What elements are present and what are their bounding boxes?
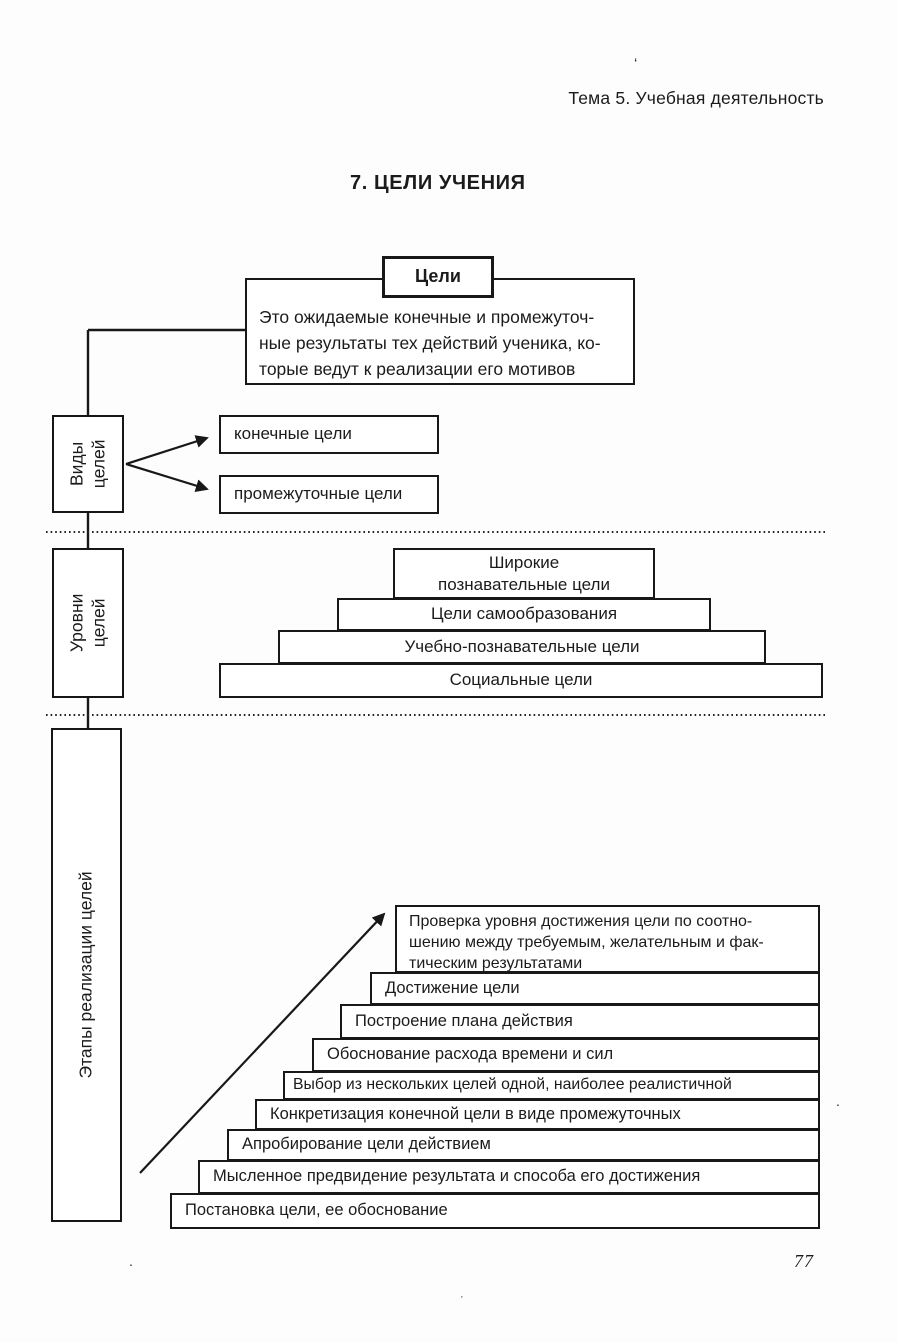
goals-title-box: Цели <box>382 256 494 298</box>
stage-time-effort-justification: Обоснование расхода времени и сил <box>312 1038 820 1072</box>
page-number: 77 <box>794 1251 814 1271</box>
stage-check-achievement-level: Проверка уровня достижения цели по соотн… <box>395 905 820 973</box>
kinds-arrow-final <box>125 435 209 466</box>
kind-item-final-goals: конечные цели <box>219 415 439 454</box>
level-learning-cognitive-goals: Учебно-познавательные цели <box>278 630 766 664</box>
stages-progress-arrow <box>139 912 386 1174</box>
levels-of-goals-label: Уровни целей <box>66 593 108 653</box>
section-title: 7. ЦЕЛИ УЧЕНИЯ <box>350 172 526 194</box>
stages-of-goal-realization-label-box: Этапы реализации целей <box>51 728 122 1222</box>
stage-goal-testing-by-action: Апробирование цели действием <box>227 1129 820 1161</box>
stage-concretization-of-final-goal: Конкретизация конечной цели в виде проме… <box>255 1099 820 1130</box>
level-social-goals: Социальные цели <box>219 663 823 698</box>
stage-goal-setting-justification: Постановка цели, ее обоснование <box>170 1193 820 1229</box>
kinds-arrow-intermediate <box>125 462 209 492</box>
stage-mental-anticipation-of-result: Мысленное предвидение результата и спосо… <box>198 1160 820 1194</box>
levels-of-goals-label-box: Уровни целей <box>52 548 124 698</box>
scan-artifact-dot: . <box>129 1253 133 1269</box>
stages-of-goal-realization-label: Этапы реализации целей <box>75 871 96 1079</box>
scan-artifact-mark: ʻ <box>634 56 638 73</box>
scan-artifact-dot: . <box>836 1093 840 1109</box>
stage-choice-of-realistic-goal: Выбор из нескольких целей одной, наиболе… <box>283 1071 820 1100</box>
level-broad-cognitive-goals: Широкие познавательные цели <box>393 548 655 599</box>
kinds-of-goals-label: Виды целей <box>66 439 108 489</box>
stage-goal-achievement: Достижение цели <box>370 972 820 1005</box>
scan-artifact-dot: · <box>460 1291 464 1303</box>
level-self-education-goals: Цели самообразования <box>337 598 711 631</box>
kinds-of-goals-label-box: Виды целей <box>52 415 124 513</box>
page-header: Тема 5. Учебная деятельность <box>568 88 824 108</box>
kind-item-intermediate-goals: промежуточные цели <box>219 475 439 514</box>
stage-action-plan-building: Построение плана действия <box>340 1004 820 1039</box>
